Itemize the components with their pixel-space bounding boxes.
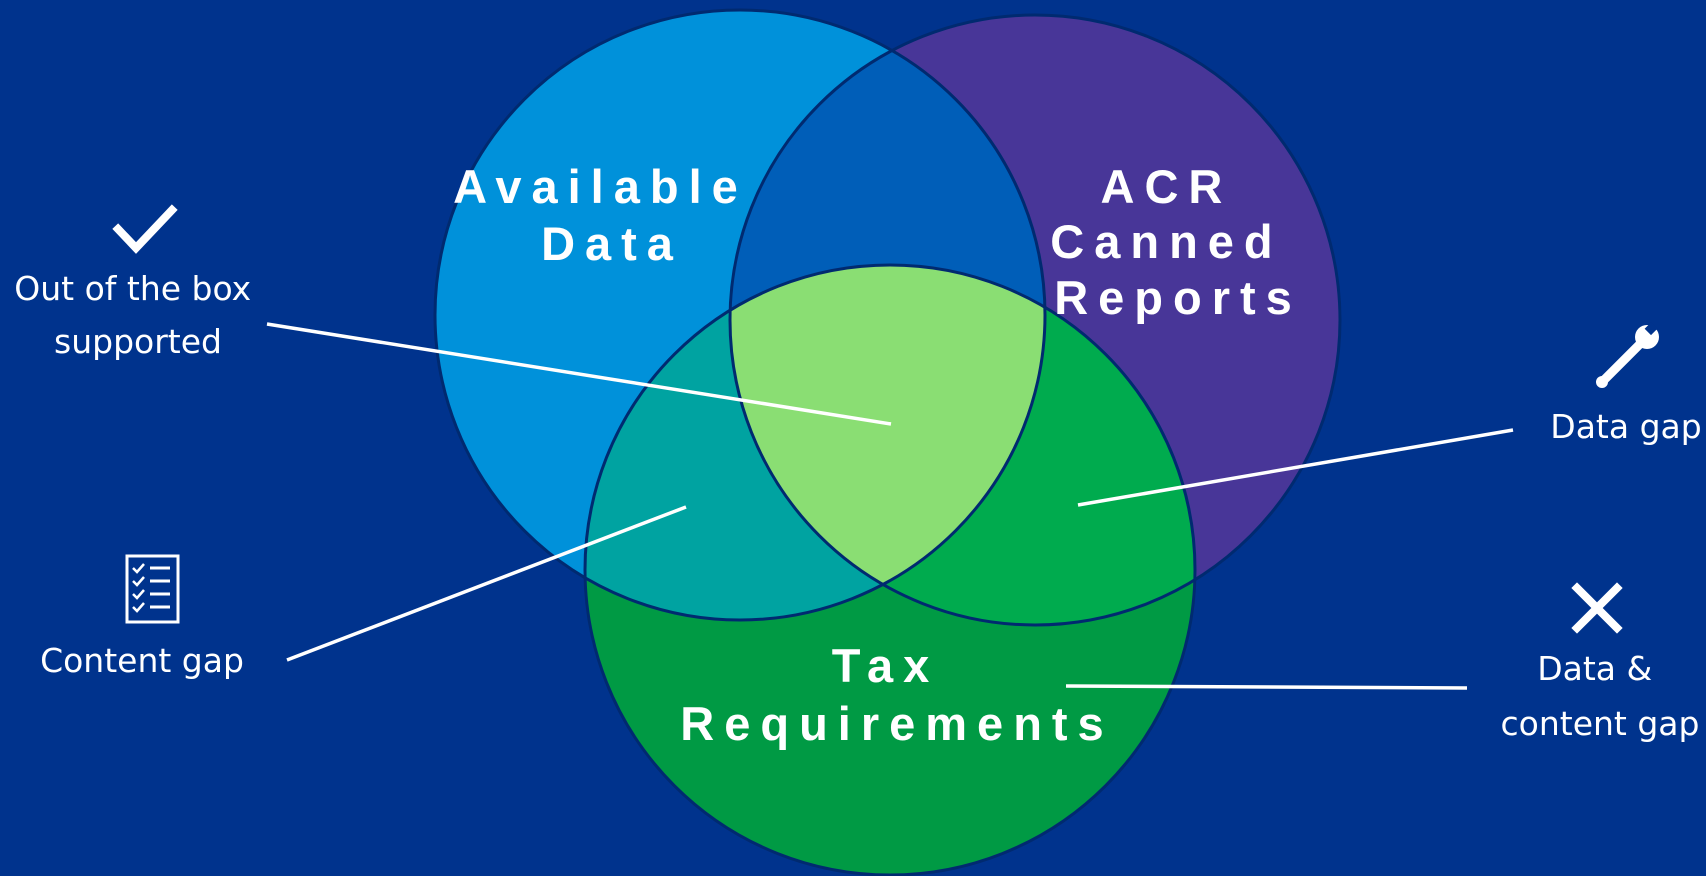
label-available-data: Available Data (453, 160, 771, 270)
legend-data-content-gap: Data & content gap (1501, 649, 1700, 743)
leader-data-content-gap (1065, 684, 1468, 690)
legend-data-content-gap-line-1: Data & (1537, 649, 1652, 688)
leader-content-gap (286, 505, 687, 662)
outline-tax-requirements (583, 263, 1197, 876)
outline-acr-canned-reports (728, 13, 1342, 627)
checklist-icon (125, 554, 180, 624)
checkmark-icon (112, 204, 178, 254)
label-tax-line-2: Requirements (680, 697, 1113, 750)
legend-data-gap: Data gap (1550, 407, 1701, 446)
label-acr-line-3: Reports (1054, 271, 1302, 324)
leader-out-of-box (266, 322, 892, 426)
label-acr-canned-reports: ACR Canned Reports (1050, 160, 1305, 324)
legend-data-content-gap-line-2: content gap (1501, 704, 1700, 743)
outline-available-data (433, 8, 1047, 622)
leader-data-gap (1077, 428, 1514, 507)
legend-out-of-box-line-1: Out of the box (14, 269, 251, 308)
label-tax-line-1: Tax (832, 639, 940, 692)
legend-out-of-box: Out of the box supported (14, 269, 261, 361)
legend-content-gap-line-1: Content gap (40, 641, 244, 680)
label-tax-requirements: Tax Requirements (680, 639, 1113, 750)
legend-out-of-box-line-2: supported (54, 322, 222, 361)
legend-data-gap-line-1: Data gap (1550, 407, 1701, 446)
label-available-data-line-2: Data (541, 217, 683, 270)
legend-content-gap: Content gap (40, 641, 244, 680)
label-available-data-line-1: Available (453, 160, 748, 213)
wrench-icon (1596, 322, 1659, 388)
cross-icon (1571, 582, 1623, 634)
label-acr-line-2: Canned (1050, 215, 1282, 268)
label-acr-line-1: ACR (1101, 160, 1233, 213)
